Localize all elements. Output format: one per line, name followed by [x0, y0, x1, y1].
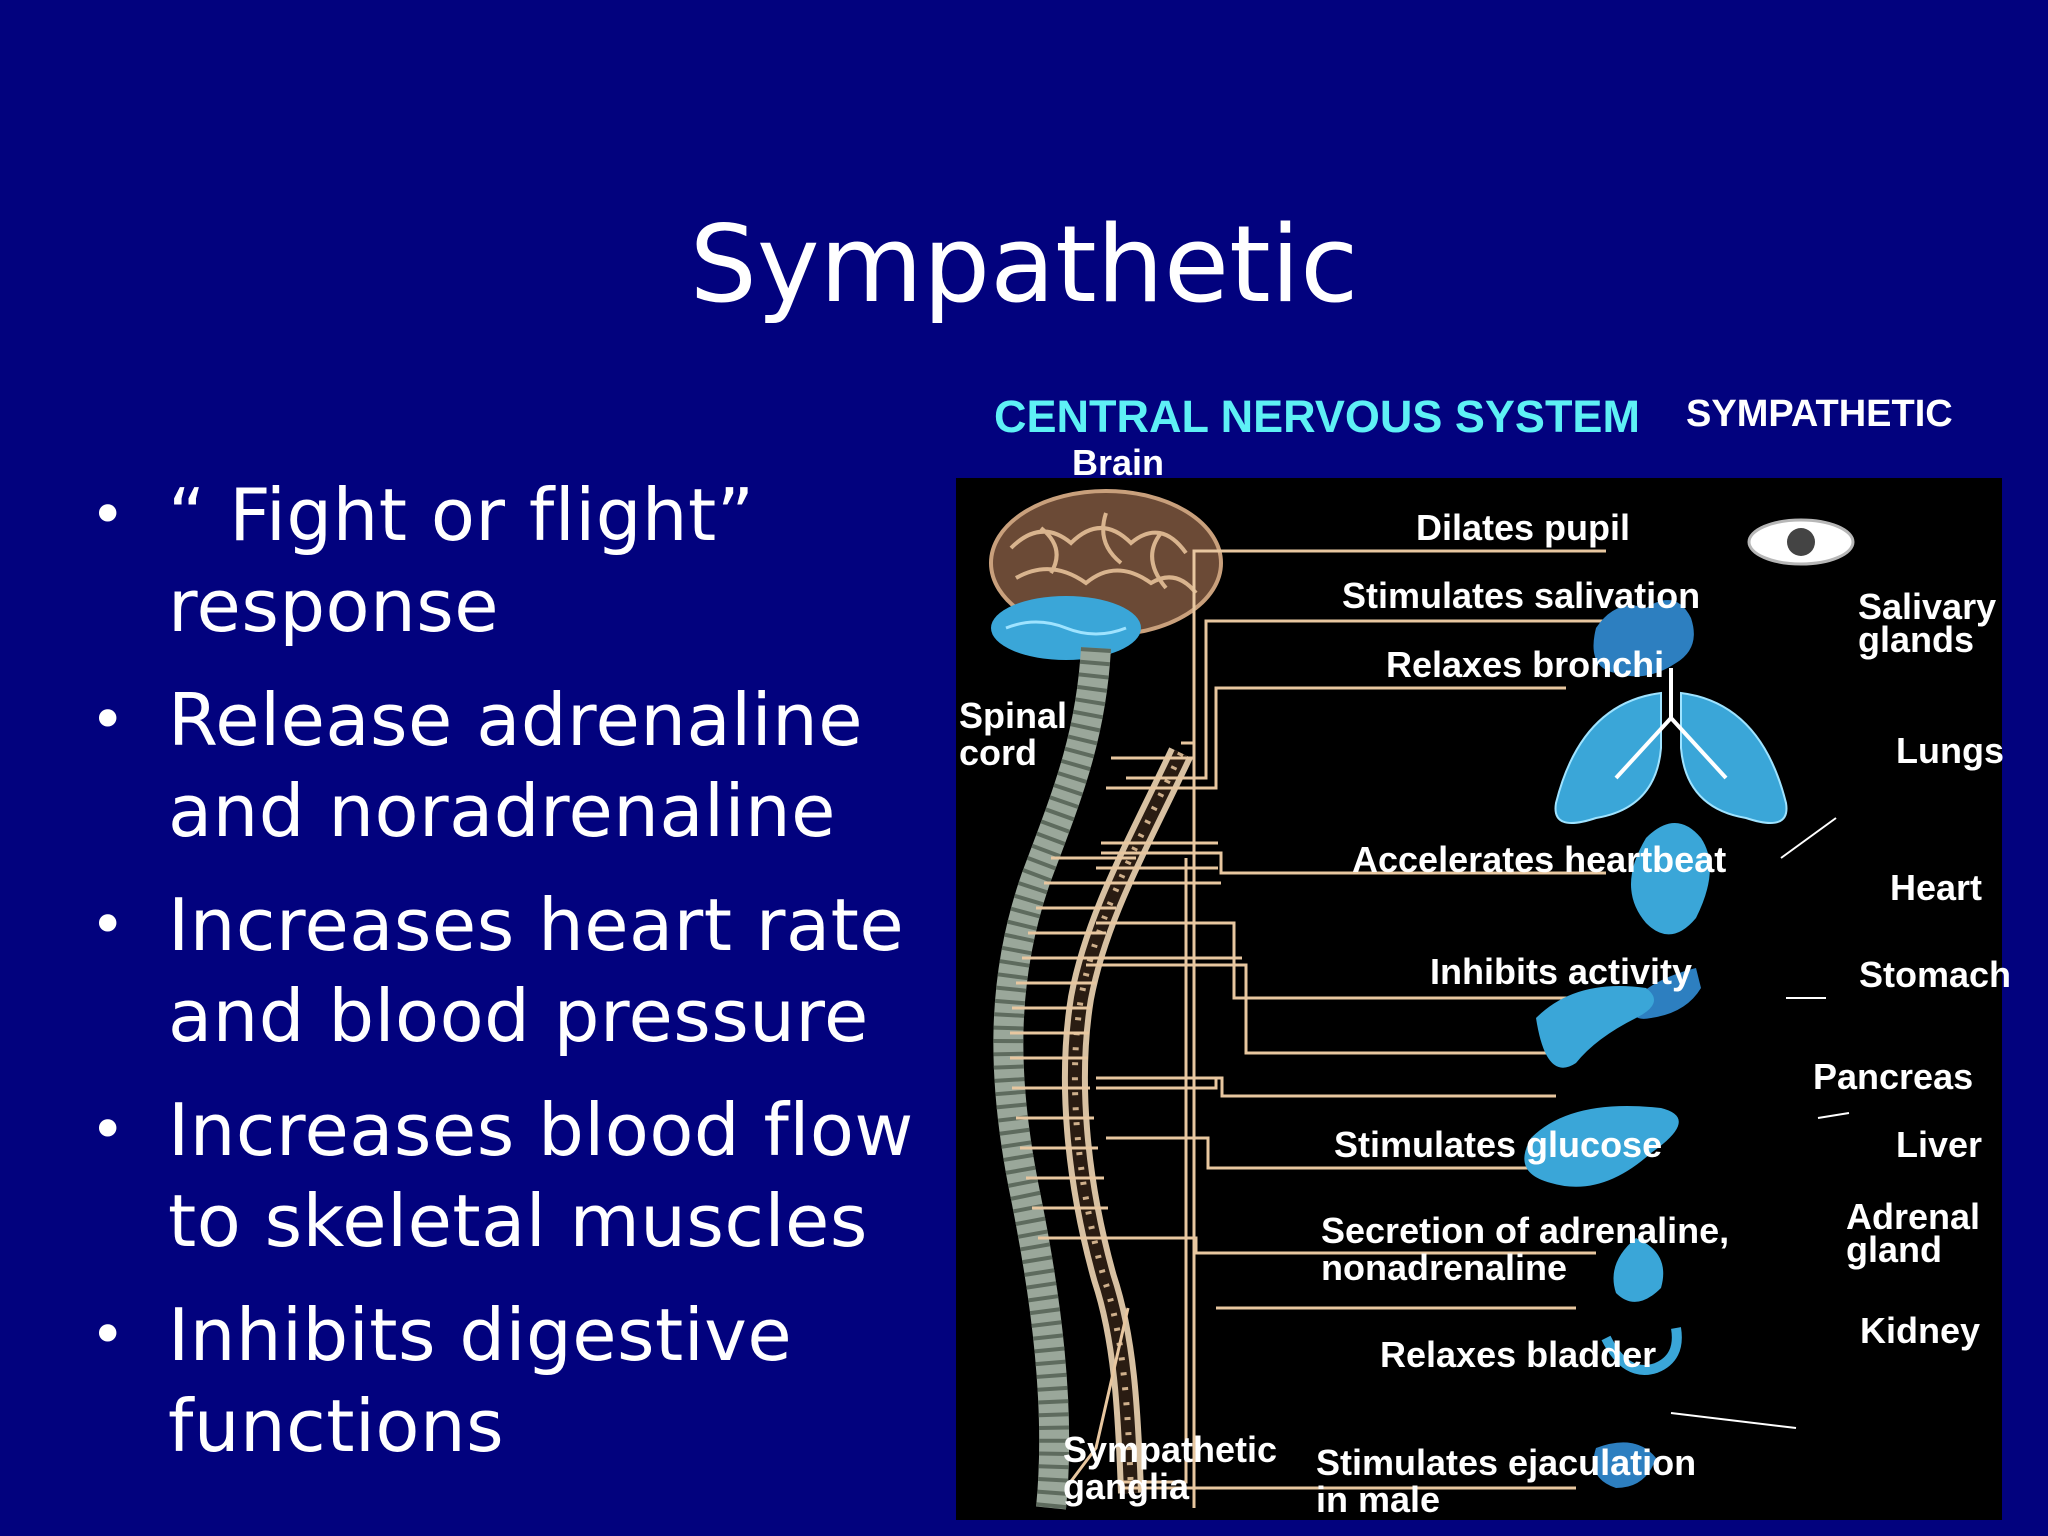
eye-icon	[1747, 518, 1855, 566]
bullet-item: • “ Fight or flight”response	[90, 470, 950, 652]
bullet-dot-icon: •	[90, 685, 126, 755]
bullet-line: to skeletal muscles	[168, 1179, 868, 1263]
effect-label: Inhibits activity	[1430, 951, 1693, 992]
reproductive-organ-icon	[1593, 1442, 1656, 1488]
bullet-line: Release adrenaline	[168, 678, 864, 762]
organ-label: Lungs	[1896, 730, 2004, 771]
effect-label: Relaxes bronchi	[1386, 644, 1665, 685]
bullet-dot-icon: •	[90, 480, 126, 550]
bullet-line: response	[168, 564, 500, 648]
salivary-glands-icon	[1593, 600, 1694, 677]
organ-label: Stomach	[1859, 954, 2012, 995]
effect-label: Secretion of adrenaline,nonadrenaline	[1321, 1210, 1730, 1288]
organ-label: Pancreas	[1813, 1056, 1974, 1097]
bullet-line: Inhibits digestive	[168, 1293, 793, 1377]
bullet-dot-icon: •	[90, 1300, 126, 1370]
bullet-line: Increases blood flow	[168, 1088, 914, 1172]
bullet-line: and blood pressure	[168, 974, 869, 1058]
organ-label: Liver	[1896, 1124, 1983, 1165]
organ-label: Kidney	[1860, 1310, 1981, 1351]
effect-label: Relaxes bladder	[1380, 1334, 1657, 1375]
liver-icon	[1524, 1106, 1679, 1187]
bullet-dot-icon: •	[90, 890, 126, 960]
brain-icon	[989, 489, 1223, 660]
bullet-line: functions	[168, 1384, 505, 1468]
pancreas-icon	[1536, 986, 1654, 1068]
kidney-icon	[1601, 1327, 1682, 1375]
organ-label: Heart	[1890, 867, 1983, 908]
bullet-line: “ Fight or flight”	[168, 473, 755, 557]
brain-label: Brain	[1072, 442, 1165, 483]
effect-label: Accelerates heartbeat	[1352, 839, 1727, 880]
bullet-list: • “ Fight or flight”response • Release adr…	[90, 470, 950, 1495]
lungs-icon	[1554, 668, 1788, 824]
effect-label: Dilates pupil	[1416, 507, 1631, 548]
bullet-line: Increases heart rate	[168, 883, 905, 967]
effect-label: Stimulates glucose	[1334, 1124, 1663, 1165]
sympathetic-heading: SYMPATHETIC	[1686, 393, 1953, 435]
effect-label: Stimulates salivation	[1342, 575, 1701, 616]
nerve-pathway-drawing	[989, 489, 1855, 1510]
bullet-line: and noradrenaline	[168, 769, 836, 853]
adrenal-gland-icon	[1613, 1238, 1664, 1302]
bullet-dot-icon: •	[90, 1095, 126, 1165]
slide-title: Sympathetic	[689, 203, 1359, 326]
cns-heading: CENTRAL NERVOUS SYSTEM	[994, 391, 1640, 442]
heart-icon	[1631, 823, 1710, 935]
